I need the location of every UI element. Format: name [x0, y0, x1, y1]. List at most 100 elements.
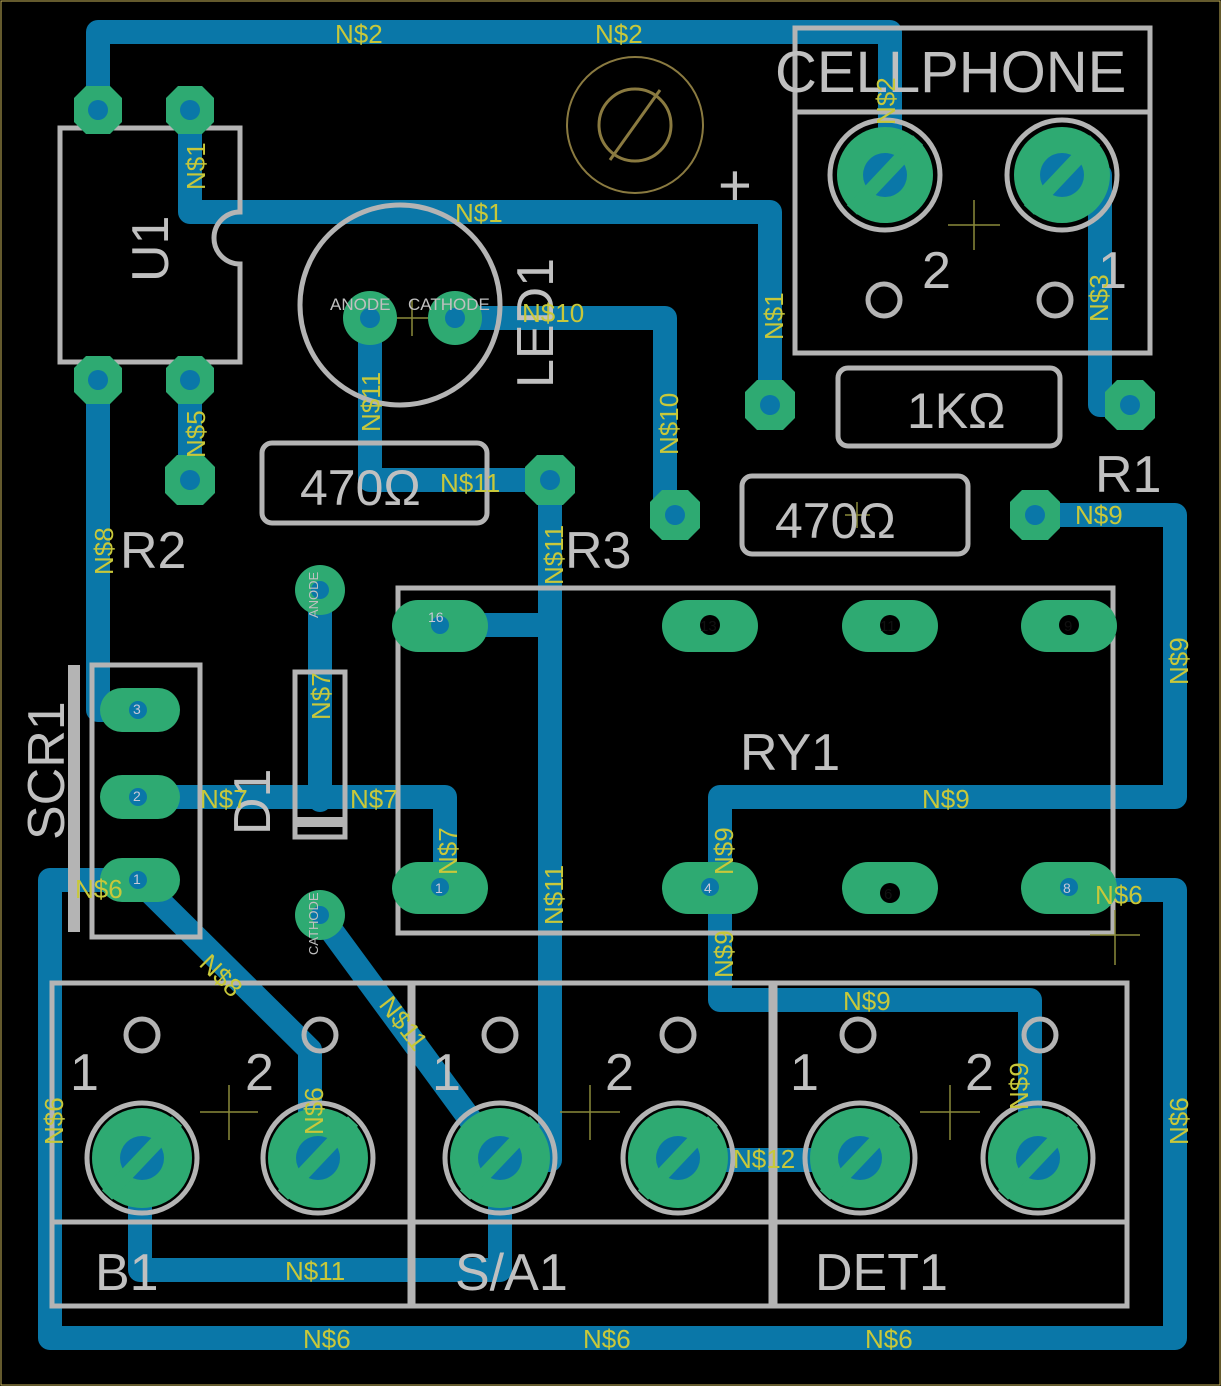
- label-scr1: SCR1: [18, 701, 76, 840]
- r1-outline: [835, 365, 1063, 449]
- label-b1: B1: [95, 1244, 159, 1302]
- net-label: N$9: [1004, 1062, 1034, 1110]
- net-label: N$6: [865, 1324, 913, 1354]
- pinnum-ry1-4: 4: [704, 880, 712, 896]
- trace-n6-loop: [38, 868, 1187, 1350]
- b1-hole-1: [123, 1016, 161, 1054]
- hole-r2-2: [180, 470, 200, 490]
- net-label: N$1: [181, 142, 211, 190]
- net-label: N$1: [759, 292, 789, 340]
- trace-n7: [126, 785, 457, 897]
- silkscreen: [49, 25, 1153, 1309]
- label-u1: U1: [122, 216, 180, 282]
- hole-ry1-16: [431, 616, 449, 634]
- b1-outline: [49, 980, 413, 1309]
- label-r1: R1: [1095, 446, 1161, 504]
- net-label: N$10: [522, 298, 584, 328]
- net-label: N$9: [1164, 637, 1194, 685]
- det1-hole-1: [839, 1016, 877, 1054]
- net-label: N$2: [595, 19, 643, 49]
- label-cellphone-pin1: 1: [1098, 242, 1127, 300]
- hole-scr1-2: [129, 788, 147, 806]
- net-label: N$7: [200, 784, 248, 814]
- net-label: N$7: [306, 672, 336, 720]
- label-led-anode: ANODE: [330, 295, 390, 314]
- mounting-hole-slash: [608, 89, 662, 161]
- pinnum-scr1-2: 2: [133, 788, 141, 804]
- label-led1: LED1: [507, 258, 565, 388]
- net-label: N$6: [303, 1324, 351, 1354]
- hole-led-anode: [360, 308, 380, 328]
- net-label: N$2: [871, 77, 901, 125]
- trace-n2: [86, 20, 902, 187]
- pinnum-ry1-9: 9: [1064, 618, 1072, 635]
- net-label: N$6: [299, 1087, 329, 1135]
- hole-r1-2: [760, 395, 780, 415]
- cellphone-hole-2: [865, 281, 903, 319]
- net-label: N$6: [75, 874, 123, 904]
- hole-u1-4: [180, 370, 200, 390]
- net-label: N$7: [350, 784, 398, 814]
- mounting-hole: [566, 56, 704, 194]
- det1-outline: [772, 980, 1130, 1309]
- label-sa1: S/A1: [455, 1244, 568, 1302]
- pinnum-ry1-6: 6: [884, 886, 892, 903]
- label-cellphone: CELLPHONE: [775, 40, 1126, 105]
- r2-outline: [259, 440, 490, 526]
- net-label: N$11: [356, 372, 386, 432]
- net-label: N$6: [1164, 1097, 1194, 1145]
- mounting-hole-inner: [597, 87, 673, 163]
- u1-outline: [57, 125, 243, 365]
- cellphone-outline: [792, 25, 1153, 356]
- net-label: N$11: [539, 525, 569, 585]
- d1-outline: [292, 669, 348, 840]
- pad-numbers: 16 13 11 9 1 4 6 8 3 2 1: [133, 609, 1072, 903]
- hole-ry1-6: [880, 883, 900, 903]
- pinnum-ry1-16: 16: [428, 609, 444, 625]
- hole-ry1-4: [701, 878, 719, 896]
- net-label: N$2: [335, 19, 383, 49]
- hole-r2-1: [540, 470, 560, 490]
- net-label: N$9: [1075, 500, 1123, 530]
- net-label: N$7: [433, 827, 463, 875]
- det1-hole-2: [1021, 1016, 1059, 1054]
- net-label: N$12: [733, 1144, 795, 1174]
- label-r2: R2: [120, 522, 186, 580]
- net-label: N$8: [89, 527, 119, 575]
- trace-n11-led: [358, 306, 562, 492]
- label-r3-value: 470Ω: [775, 493, 896, 549]
- hole-led-cathode: [445, 308, 465, 328]
- label-b1-pin1: 1: [70, 1044, 99, 1102]
- hole-r1-1: [1120, 395, 1140, 415]
- hole-ry1-11: [880, 615, 900, 635]
- sa1-hole-2: [659, 1016, 697, 1054]
- hole-d1-anode: [311, 581, 329, 599]
- label-d1-cathode: CATHODE: [306, 892, 321, 955]
- label-cellphone-pin2: 2: [922, 242, 951, 300]
- net-label: N$6: [583, 1324, 631, 1354]
- label-r3: R3: [565, 522, 631, 580]
- pinnum-scr1-1: 1: [133, 871, 141, 887]
- origin-marks: [200, 200, 1140, 1140]
- hole-r3-2: [1025, 505, 1045, 525]
- trace-n9: [708, 503, 1187, 1172]
- label-plus: +: [718, 153, 752, 218]
- hole-d1-cathode: [311, 906, 329, 924]
- sa1-hole-1: [481, 1016, 519, 1054]
- pinnum-ry1-13: 13: [700, 618, 717, 635]
- net-label: N$9: [709, 827, 739, 875]
- hole-u1-2: [88, 100, 108, 120]
- label-b1-pin2: 2: [245, 1044, 274, 1102]
- b1-hole-2: [301, 1016, 339, 1054]
- cellphone-hole-1: [1036, 281, 1074, 319]
- pads: [74, 86, 1155, 1216]
- net-label: N$9: [922, 784, 970, 814]
- hole-ry1-8: [1060, 878, 1078, 896]
- label-sa1-pin2: 2: [605, 1044, 634, 1102]
- label-r1-value: 1KΩ: [907, 383, 1006, 439]
- label-det1-pin2: 2: [965, 1044, 994, 1102]
- hole-scr1-1: [129, 871, 147, 889]
- net-label: N$3: [1084, 274, 1114, 322]
